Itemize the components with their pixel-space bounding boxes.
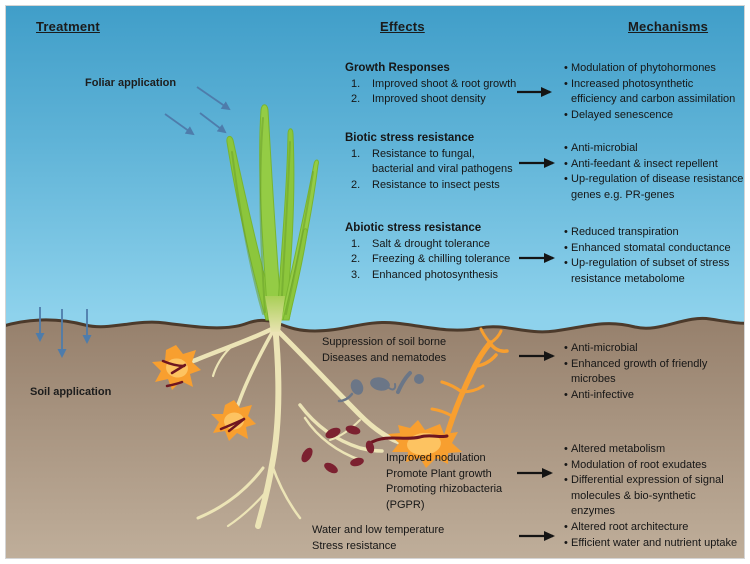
effect-group-abiotic: Abiotic stress resistance Salt & drought… [345, 221, 565, 283]
mechanism-item: Enhanced growth of friendly microbes [564, 357, 750, 388]
mechanism-item: Anti-microbial [564, 141, 750, 157]
rhizobacteria-splashes [152, 345, 462, 468]
effect-label-nodulation: Improved nodulation Promote Plant growth… [386, 452, 503, 511]
mechanism-item: Up-regulation of subset of stress resist… [564, 256, 750, 287]
mechanism-group-growth: Modulation of phytohormones Increased ph… [564, 61, 750, 123]
nematode-icons [337, 371, 424, 403]
effect-item: Salt & drought tolerance [351, 237, 491, 252]
foliar-application-label: Foliar application [85, 77, 177, 89]
mechanism-item: Anti-microbial [564, 341, 750, 357]
mycorrhiza-branches [430, 327, 509, 451]
mechanism-group-abiotic: Reduced transpiration Enhanced stomatal … [564, 225, 750, 287]
effect-item: Improved shoot & root growth [351, 77, 517, 92]
mechanism-item: Altered root architecture [564, 520, 750, 536]
effect-group-title: Abiotic stress resistance [345, 222, 482, 234]
effect-item: Freezing & chilling tolerance [351, 252, 511, 267]
mechanism-item: Efficient water and nutrient uptake [564, 536, 750, 552]
splash-marks [161, 359, 449, 444]
mechanism-group-suppression: Anti-microbial Enhanced growth of friend… [564, 341, 750, 403]
mechanism-item: Anti-feedant & insect repellent [564, 157, 750, 173]
mechanism-item: Up-regulation of disease resistance gene… [564, 172, 750, 203]
mechanism-item: Delayed senescence [564, 108, 750, 124]
mechanism-group-biotic: Anti-microbial Anti-feedant & insect rep… [564, 141, 750, 203]
soil-application-label: Soil application [30, 386, 112, 398]
foliar-application-arrows [164, 86, 231, 136]
stem-base [265, 296, 285, 332]
mechanism-item: Reduced transpiration [564, 225, 750, 241]
effect-item: Improved shoot density [351, 92, 486, 107]
effect-group-growth: Growth Responses Improved shoot & root g… [345, 61, 565, 108]
effect-item: Resistance to insect pests [351, 178, 500, 193]
mechanism-item: Modulation of phytohormones [564, 61, 750, 77]
leaf-veins [231, 117, 314, 315]
mechanism-item: Enhanced stomatal conductance [564, 241, 750, 257]
effect-group-biotic: Biotic stress resistance Resistance to f… [345, 131, 565, 193]
column-header-effects: Effects [380, 19, 425, 34]
mechanism-item: Increased photosynthetic efficiency and … [564, 77, 750, 108]
effect-group-title: Biotic stress resistance [345, 132, 475, 144]
effect-item: Enhanced photosynthesis [351, 268, 498, 283]
mechanism-item: Differential expression of signal molecu… [564, 473, 750, 520]
effect-items: Improved shoot & root growth Improved sh… [345, 77, 565, 108]
mechanism-item: Modulation of root exudates [564, 458, 750, 474]
soil-application-arrows [35, 307, 92, 358]
effect-item: Resistance to fungal, bacterial and vira… [351, 147, 513, 176]
root-nodules [301, 425, 375, 474]
mechanism-group-nodulation: Altered metabolism Modulation of root ex… [564, 442, 750, 520]
effect-items: Resistance to fungal, bacterial and vira… [345, 147, 565, 194]
mechanism-item: Anti-infective [564, 388, 750, 404]
effect-group-title: Growth Responses [345, 62, 450, 74]
mechanism-group-water-stress: Altered root architecture Efficient wate… [564, 520, 750, 551]
effect-items: Salt & drought tolerance Freezing & chil… [345, 237, 565, 284]
effect-label-suppression: Suppression of soil borne Diseases and n… [322, 336, 447, 364]
column-header-mechanisms: Mechanisms [628, 19, 709, 34]
mechanism-item: Altered metabolism [564, 442, 750, 458]
column-header-treatment: Treatment [36, 19, 100, 34]
effect-label-water-stress: Water and low temperature Stress resista… [312, 524, 445, 552]
soil-surface-line [0, 316, 750, 334]
